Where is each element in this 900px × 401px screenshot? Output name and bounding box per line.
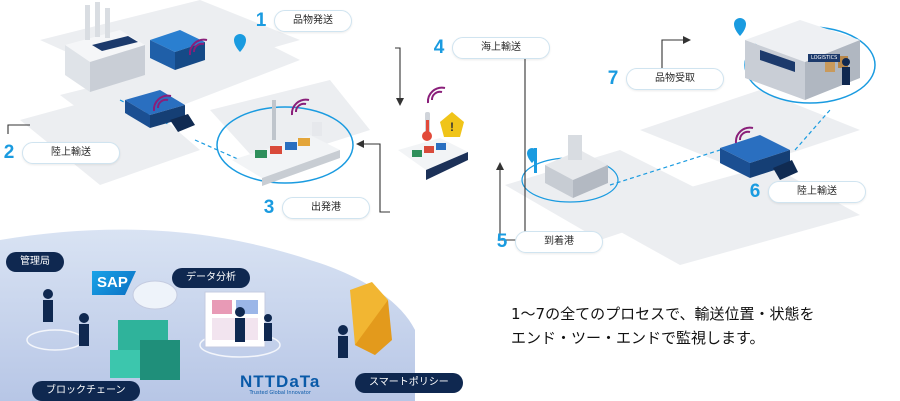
data-analysis-label: データ分析 <box>172 268 250 288</box>
departure-port-ring <box>216 106 354 184</box>
blockchain-label: ブロックチェーン <box>32 381 140 401</box>
step-4: 4 海上輸送 <box>430 37 550 59</box>
step-number: 1 <box>255 10 267 31</box>
step-7: 7 品物受取 <box>604 68 724 90</box>
truck-land-transport-2 <box>720 135 798 180</box>
arrival-port-building <box>534 135 608 198</box>
warehouse-building <box>745 20 860 100</box>
step-label: 陸上輸送 <box>22 142 120 164</box>
caption-line-2: エンド・ツー・エンドで監視します。 <box>511 329 765 347</box>
step-3: 3 出発港 <box>260 197 370 219</box>
step-number: 5 <box>496 231 508 252</box>
ship-departure <box>232 100 340 186</box>
wifi-signal-icon <box>152 38 754 144</box>
smart-policy-label: スマートポリシー <box>355 373 463 393</box>
step-6: 6 陸上輸送 <box>746 181 866 203</box>
blockchain-cubes <box>110 320 180 380</box>
cloud-icon <box>132 280 178 310</box>
ship-sea-transport <box>398 138 468 180</box>
step-label: 陸上輸送 <box>768 181 866 203</box>
step-label: 海上輸送 <box>452 37 550 59</box>
step-number: 4 <box>433 37 445 58</box>
arrow-heads <box>356 36 691 170</box>
people-figures <box>43 58 850 358</box>
ntt-tagline: Trusted Global Innovator <box>249 390 311 396</box>
smart-policy-shield <box>350 282 392 355</box>
factory-building <box>65 2 145 92</box>
warning-icon: ! <box>440 112 464 137</box>
step-number: 6 <box>749 181 761 202</box>
admin-label: 管理局 <box>6 252 64 272</box>
step-label: 出発港 <box>282 197 370 219</box>
ntt-brand: NTTDaTa <box>240 372 321 391</box>
ntt-data-logo: NTTDaTa Trusted Global Innovator <box>240 372 320 396</box>
caption: 1～7の全てのプロセスで、輸送位置・状態を エンド・ツー・エンドで監視します。 <box>511 302 815 350</box>
step-number: 2 <box>3 142 15 163</box>
thermometer-icon <box>422 112 432 141</box>
svg-text:!: ! <box>450 120 454 134</box>
step-2: 2 陸上輸送 <box>0 142 120 164</box>
caption-line-1: 1～7の全てのプロセスで、輸送位置・状態を <box>511 305 815 323</box>
step-number: 7 <box>607 68 619 89</box>
step-label: 到着港 <box>515 231 603 253</box>
location-pin-icon <box>234 18 746 163</box>
step-number: 3 <box>263 197 275 218</box>
step-5: 5 到着港 <box>493 231 603 253</box>
warehouse-sign: LOGISTICS <box>808 54 841 62</box>
step-label: 品物発送 <box>274 10 352 32</box>
step-label: 品物受取 <box>626 68 724 90</box>
flow-arrows <box>7 39 690 241</box>
step-1: 1 品物発送 <box>252 10 352 32</box>
